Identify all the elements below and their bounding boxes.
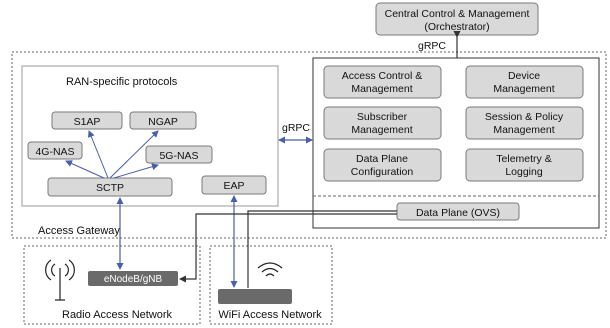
- ran-protocols-title: RAN-specific protocols: [66, 76, 178, 88]
- s1ap-label: S1AP: [74, 116, 101, 128]
- orchestrator-label-line2: (Orchestrator): [424, 21, 489, 33]
- telemetry-logging-label-2: Logging: [505, 166, 543, 178]
- access-control-label-1: Access Control &: [342, 70, 423, 82]
- device-management-box: [465, 65, 584, 99]
- 5g-nas-label: 5G-NAS: [159, 150, 198, 162]
- radio-access-network-boundary: [23, 245, 201, 325]
- enodeb-gnb-label: eNodeB/gNB: [104, 274, 163, 285]
- session-policy-box: [465, 106, 584, 140]
- sctp-s1ap-arrow: [88, 130, 109, 179]
- eap-box: [201, 175, 267, 195]
- data-plane-ovs-label: Data Plane (OVS): [416, 207, 500, 219]
- grpc-mid-label: gRPC: [282, 122, 310, 134]
- 5g-nas-box: [145, 145, 213, 164]
- orchestrator-label-line1: Central Control & Management: [385, 8, 530, 20]
- access-gateway-boundary: [11, 51, 607, 239]
- eap-label: EAP: [223, 180, 244, 192]
- access-gateway-label: Access Gateway: [38, 225, 120, 237]
- session-policy-label-2: Management: [493, 124, 554, 136]
- wifi-access-network-boundary: [209, 245, 333, 325]
- data-plane-configuration-box: [323, 148, 442, 182]
- session-policy-label-1: Session & Policy: [485, 111, 564, 123]
- ngap-box: [129, 111, 197, 130]
- sctp-4g-nas-arrow: [65, 160, 105, 179]
- ngap-label: NGAP: [148, 116, 178, 128]
- wifi-icon: [257, 262, 283, 277]
- device-management-label-2: Management: [493, 83, 554, 95]
- antenna-icon: [45, 259, 75, 301]
- sctp-ngap-arrow: [109, 130, 159, 179]
- data-plane-configuration-label-1: Data Plane: [356, 153, 408, 165]
- access-control-box: [323, 65, 442, 99]
- subscriber-management-label-1: Subscriber: [357, 111, 408, 123]
- s1ap-box: [51, 111, 123, 130]
- device-management-label-1: Device: [508, 70, 540, 82]
- data-plane-enodeb-line: [179, 213, 397, 283]
- data-plane-wifi-line: [247, 210, 397, 288]
- wifi-access-point-box: [218, 289, 292, 304]
- 4g-nas-box: [27, 141, 83, 160]
- enodeb-gnb-box: [88, 271, 178, 286]
- subscriber-management-label-2: Management: [351, 124, 412, 136]
- 4g-nas-label: 4G-NAS: [35, 146, 74, 158]
- subscriber-management-box: [323, 106, 442, 140]
- radio-access-network-label: Radio Access Network: [62, 309, 173, 321]
- sctp-label: SCTP: [96, 182, 124, 194]
- sctp-5g-nas-arrow: [113, 163, 159, 179]
- data-plane-configuration-label-2: Configuration: [351, 166, 414, 178]
- telemetry-logging-box: [465, 148, 584, 182]
- wifi-access-network-label: WiFi Access Network: [218, 309, 322, 321]
- access-control-label-2: Management: [351, 83, 412, 95]
- telemetry-logging-label-1: Telemetry &: [496, 153, 551, 165]
- grpc-top-label: gRPC: [418, 40, 446, 52]
